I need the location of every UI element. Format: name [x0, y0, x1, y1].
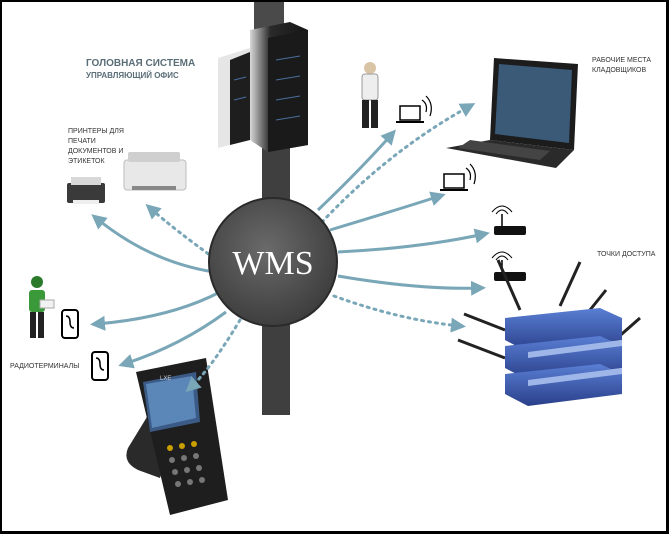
workstations-label-line1: РАБОЧИЕ МЕСТА [592, 57, 651, 64]
arrow-to-access-point-2 [337, 274, 486, 296]
scanner-brand: LXE [160, 376, 171, 382]
laptop-small-icon [396, 105, 424, 123]
arrow-to-radio-terminal-1 [90, 290, 221, 331]
access-point-icon [491, 205, 526, 235]
arrow-to-workstation-2 [329, 191, 446, 232]
dotted-arrow-to-router [332, 294, 466, 333]
dotted-arrow-to-printers [145, 204, 216, 260]
radio-terminal-small-icon [61, 309, 79, 339]
laptop-small-icon [440, 173, 468, 191]
svg-text:ПРИНТЕРЫ ДЛЯ: ПРИНТЕРЫ ДЛЯ [68, 128, 124, 135]
dotted-arrow-to-scanner [185, 318, 242, 393]
radio-terminals-label: РАДИОТЕРМИНАЛЫ [10, 363, 79, 370]
wms-label: WMS [232, 245, 313, 282]
worker-with-terminal-icon [29, 276, 55, 338]
workstations-label-line2: КЛАДОВЩИКОВ [592, 67, 646, 74]
head-system-title: ГОЛОВНАЯ СИСТЕМА [86, 58, 195, 69]
connection-arrows [90, 129, 490, 369]
printer-icon [123, 152, 187, 191]
printers-label: ПРИНТЕРЫ ДЛЯ ПЕЧАТИ ДОКУМЕНТОВ И ЭТИКЕТО… [68, 128, 124, 165]
wms-hub [208, 197, 338, 327]
pillar-lower [262, 320, 290, 415]
router-stack-icon [457, 259, 641, 406]
wifi-icon [421, 95, 432, 117]
arrow-to-printers [91, 214, 215, 274]
svg-text:ДОКУМЕНТОВ И: ДОКУМЕНТОВ И [68, 148, 123, 155]
arrow-to-access-point-1 [337, 228, 490, 254]
printer-icon [67, 177, 105, 204]
dotted-arrow-to-laptop [320, 103, 476, 224]
laptop-icon [446, 58, 578, 168]
server-icon [218, 22, 308, 152]
arrow-to-workstation-1 [316, 129, 396, 212]
svg-text:ПЕЧАТИ: ПЕЧАТИ [68, 138, 96, 145]
warehouse-worker-icon [361, 62, 379, 128]
svg-text:ЭТИКЕТОК: ЭТИКЕТОК [68, 158, 105, 165]
radio-terminal-small-icon [91, 351, 109, 381]
head-system-subtitle: УПРАВЛЯЮЩИЙ ОФИС [86, 71, 179, 80]
wifi-icon [465, 163, 476, 185]
access-points-label: ТОЧКИ ДОСТУПА [597, 251, 656, 258]
arrow-to-radio-terminal-2 [118, 310, 227, 369]
dotted-connection-arrows [145, 103, 476, 393]
